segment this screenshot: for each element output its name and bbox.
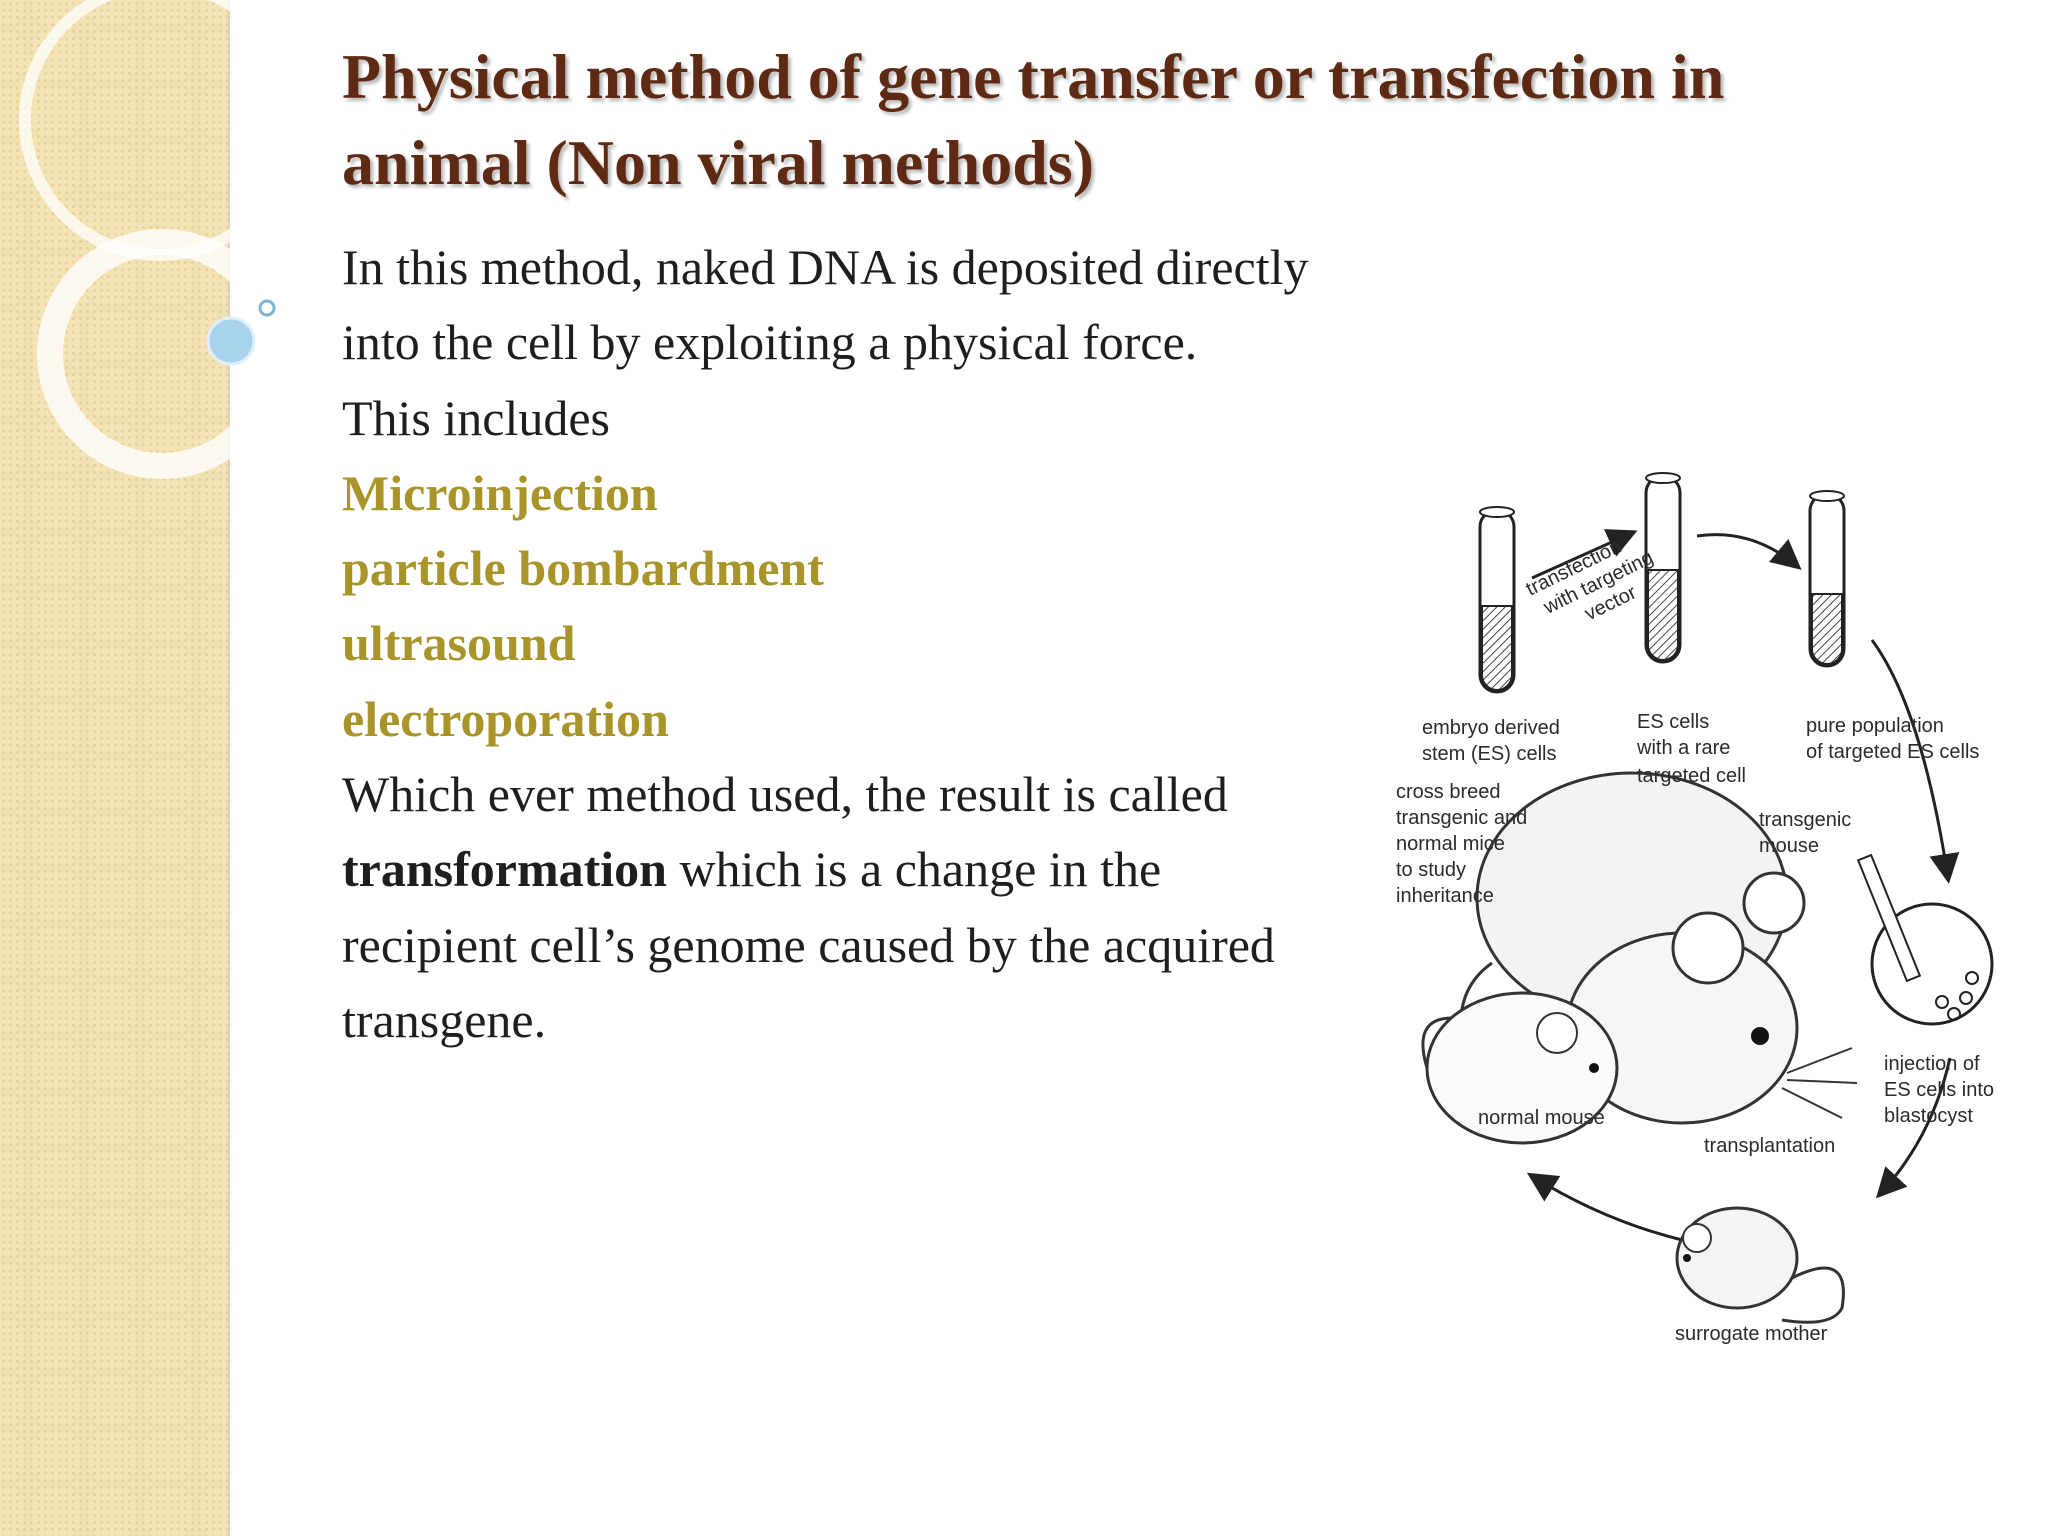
arrow-purify [1696,533,1802,570]
result-line: Which ever method used, the result is ca… [342,766,1228,823]
intro-line: into the cell by exploiting a physical f… [342,314,1198,371]
arrow-to-cross-breed [1526,1172,1683,1242]
method-item: Microinjection [342,464,658,521]
slide-body: In this method, naked DNA is deposited d… [342,230,1422,1058]
normal-mouse-drawing [1421,991,1619,1145]
intro-line: This includes [342,389,611,446]
arrow-transfection [1531,529,1638,580]
label-pure-population: pure population of targeted ES cells [1806,715,1979,763]
label-es-derived: embryo derived stem (ES) cells [1422,717,1565,765]
intro-line: In this method, naked DNA is deposited d… [342,239,1309,295]
title-line: animal (Non viral methods) [342,127,1094,198]
test-tube-es-cells [1478,506,1516,694]
transformation-term: transformation [342,841,667,898]
label-normal-mouse: normal mouse [1478,1107,1605,1129]
arrow-to-injection [1870,639,1960,884]
test-tube-targeted-cells [1644,472,1682,664]
surrogate-mouse-drawing [1675,1206,1845,1324]
deco-ring-large [19,0,300,261]
transgenic-mouse-drawing [1459,771,1858,1125]
label-injection: injection of ES cells into blastocyst [1884,1053,2000,1127]
label-cross-breed: cross breed transgenic and normal mice t… [1396,781,1533,907]
blastocyst-injection [1856,853,1994,1026]
deco-ring-medium [37,229,287,479]
label-surrogate-mother: surrogate mother [1675,1323,1828,1345]
method-item: particle bombardment [342,540,824,597]
label-es-rare: ES cells with a rare targeted cell [1636,711,1746,787]
arrow-to-surrogate [1875,1057,1952,1199]
method-item: ultrasound [342,615,576,672]
result-line: transgene. [342,991,547,1048]
deco-bubble [206,316,256,366]
transgenic-mouse-diagram: transfection with targeting vector embry… [1396,472,2000,1345]
slide-title: Physical method of gene transfer or tran… [342,34,1902,206]
label-transplantation: transplantation [1704,1135,1835,1157]
result-line: transformation which is a change in the [342,832,1422,907]
test-tube-pure-population [1808,490,1846,668]
deco-bubble-small [258,299,276,317]
decorative-circles [19,0,300,479]
label-transgenic-mouse: transgenic mouse [1759,809,1857,857]
method-item: electroporation [342,690,669,747]
result-line: recipient cell’s genome caused by the ac… [342,916,1275,973]
title-line: Physical method of gene transfer or tran… [342,41,1725,112]
result-line-rest: which is a change in the [666,841,1162,898]
